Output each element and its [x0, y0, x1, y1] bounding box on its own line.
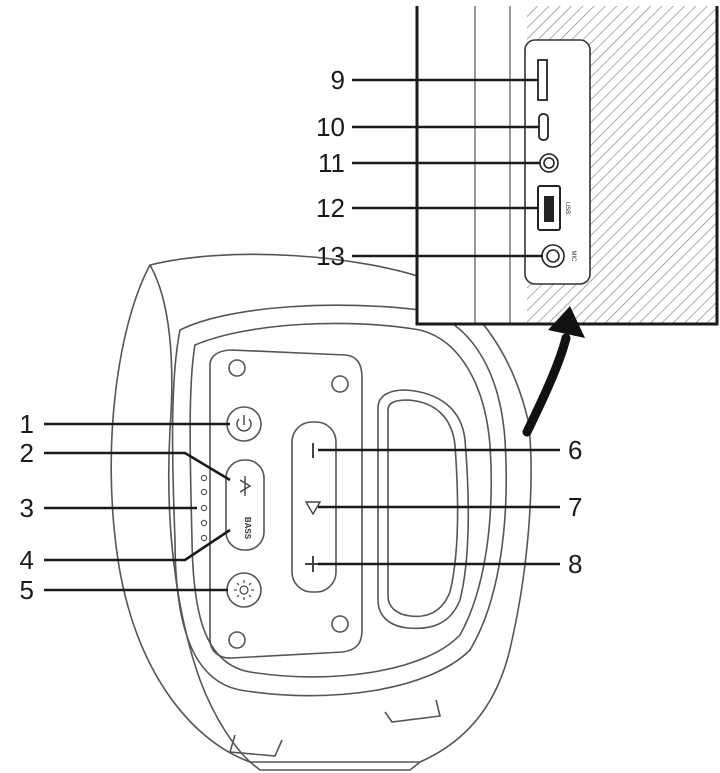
speaker-foot-right: [384, 699, 441, 723]
callout-1: 1: [20, 409, 34, 439]
power-button[interactable]: [226, 406, 262, 442]
speaker-front-face: [171, 304, 507, 697]
usb-a-port[interactable]: [537, 185, 561, 231]
control-plate-outline: [209, 349, 363, 659]
port-detail-panel: USB MIC: [415, 6, 719, 326]
mic-jack[interactable]: [541, 244, 565, 268]
callout-5: 5: [20, 575, 34, 605]
speaker-handle: [377, 389, 470, 630]
power-icon: [236, 415, 252, 432]
led-indicators: [200, 474, 208, 542]
control-plate: [209, 349, 363, 659]
light-mode-button[interactable]: [226, 572, 262, 608]
screw-top-left: [228, 359, 246, 377]
led-1: [200, 474, 208, 482]
bass-label: BASS: [243, 517, 252, 540]
usb-label: USB: [564, 202, 570, 214]
callout-9: 9: [331, 65, 345, 95]
light-mode-icon: [234, 580, 254, 600]
callout-4: 4: [20, 545, 34, 575]
speaker-foot-left: [228, 734, 283, 757]
aux-jack[interactable]: [539, 153, 559, 173]
callout-10: 10: [316, 112, 345, 142]
callout-8: 8: [568, 549, 582, 579]
sd-card-slot[interactable]: [537, 59, 548, 101]
callout-2: 2: [20, 438, 34, 468]
screw-bottom-left: [228, 631, 246, 649]
callout-3: 3: [20, 493, 34, 523]
callout-6: 6: [568, 435, 582, 465]
led-5: [200, 534, 208, 542]
leader-lines: [44, 78, 560, 592]
led-4: [200, 519, 208, 527]
screw-top-right: [331, 375, 349, 393]
usb-c-port[interactable]: [538, 113, 549, 141]
callout-13: 13: [316, 241, 345, 271]
callout-numbers: 1 2 3 4 5 6 7 8 9 10 11 12 13: [20, 65, 583, 605]
bluetooth-icon: [239, 476, 252, 496]
play-pause-icon: [304, 501, 322, 516]
led-2: [200, 488, 208, 496]
speaker-side-panel: [149, 264, 251, 763]
callout-11: 11: [318, 148, 345, 178]
led-3: [200, 504, 208, 512]
screw-bottom-right: [331, 615, 349, 633]
callout-12: 12: [316, 193, 345, 223]
callout-7: 7: [568, 492, 582, 522]
zoom-arrow: [522, 306, 585, 437]
mic-label: MIC: [570, 251, 576, 263]
bluetooth-bass-button[interactable]: BASS: [225, 459, 265, 551]
